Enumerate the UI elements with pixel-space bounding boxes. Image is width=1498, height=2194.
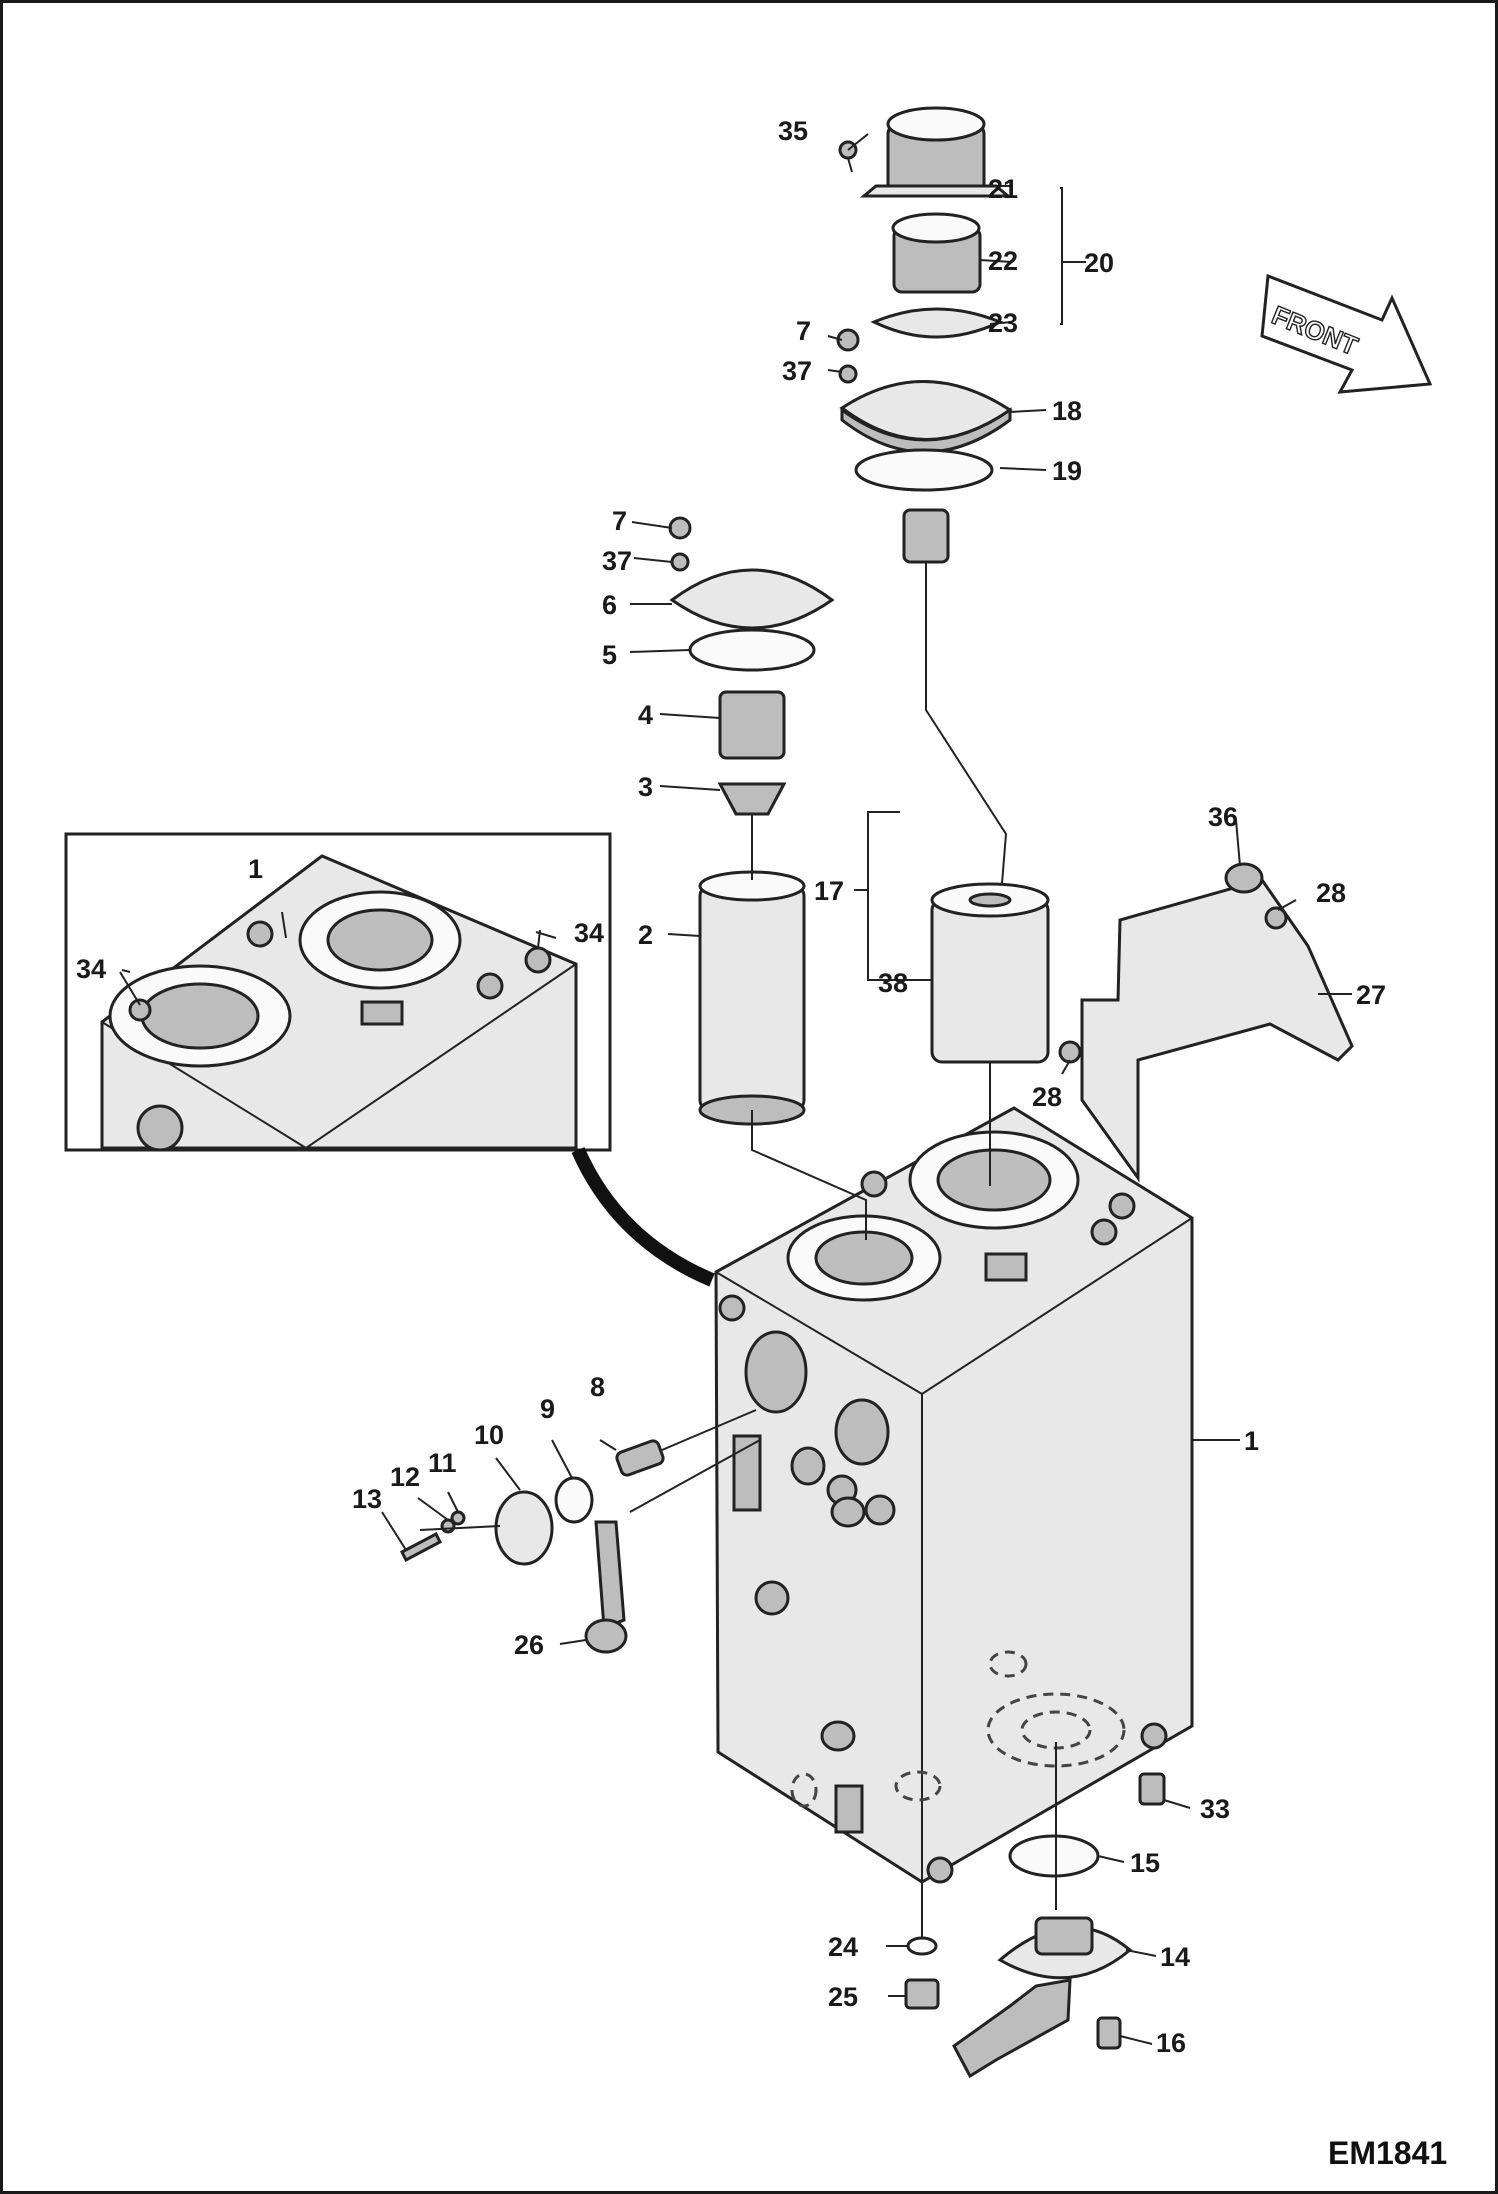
return-filter-element [698, 870, 806, 1126]
callout-1-tank: 1 [1244, 1426, 1259, 1456]
callout-18: 18 [1052, 396, 1082, 426]
callout-36: 36 [1208, 802, 1238, 832]
cover-washer [670, 552, 690, 572]
callout-14: 14 [1160, 1942, 1190, 1972]
filter-spring [718, 690, 786, 760]
callout-20: 20 [1084, 248, 1114, 278]
callout-17: 17 [814, 876, 844, 906]
callout-16: 16 [1156, 2028, 1186, 2058]
callout-37-breather: 37 [782, 356, 812, 386]
callout-27: 27 [1356, 980, 1386, 1010]
callout-7-filter: 7 [612, 506, 627, 536]
callout-labels: 1 1 2 3 4 5 6 7 7 8 9 10 11 12 13 14 15 … [76, 116, 1386, 2058]
callout-7-breather: 7 [796, 316, 811, 346]
callout-33: 33 [1200, 1794, 1230, 1824]
callout-35: 35 [778, 116, 808, 146]
callout-21: 21 [988, 174, 1018, 204]
fill-flange-plate [836, 328, 1013, 492]
callout-13: 13 [352, 1484, 382, 1514]
hydraulic-tank [714, 1106, 1194, 1884]
callout-leader-lines [121, 133, 1352, 2045]
callout-19: 19 [1052, 456, 1082, 486]
callout-5: 5 [602, 640, 617, 670]
inset-detail-box [64, 832, 612, 1152]
callout-8: 8 [590, 1372, 605, 1402]
callout-11: 11 [428, 1448, 457, 1478]
side-port-components [400, 1409, 761, 1654]
callout-9: 9 [540, 1394, 555, 1424]
callout-34-left: 34 [76, 954, 106, 984]
callout-15: 15 [1130, 1848, 1160, 1878]
suction-tube-fitting [902, 508, 950, 564]
callout-10: 10 [474, 1420, 504, 1450]
callout-22: 22 [988, 246, 1018, 276]
callout-34-right: 34 [574, 918, 604, 948]
callout-6: 6 [602, 590, 617, 620]
drawing-code: EM1841 [1328, 2135, 1447, 2171]
callout-2: 2 [638, 920, 653, 950]
bottom-suction-port [904, 1742, 1166, 2079]
callout-28-lower: 28 [1032, 1082, 1062, 1112]
callout-23: 23 [988, 308, 1018, 338]
callout-37-filter: 37 [602, 546, 632, 576]
breather-cap-assembly [838, 106, 1013, 339]
filter-cover [669, 568, 835, 630]
front-direction-arrow: FRONT [1260, 273, 1433, 394]
callout-12: 12 [390, 1462, 420, 1492]
callout-26: 26 [514, 1630, 544, 1660]
suction-strainer [930, 882, 1050, 1064]
callout-25: 25 [828, 1982, 858, 2012]
callout-4: 4 [638, 700, 653, 730]
callout-1-inset: 1 [248, 854, 263, 884]
callout-28-upper: 28 [1316, 878, 1346, 908]
tank-bracket [1058, 862, 1354, 1183]
callout-3: 3 [638, 772, 653, 802]
callout-38: 38 [878, 968, 908, 998]
callout-24: 24 [828, 1932, 858, 1962]
cover-bolt [668, 516, 692, 540]
filter-valve-cone [717, 782, 787, 816]
filter-oring [688, 628, 816, 672]
